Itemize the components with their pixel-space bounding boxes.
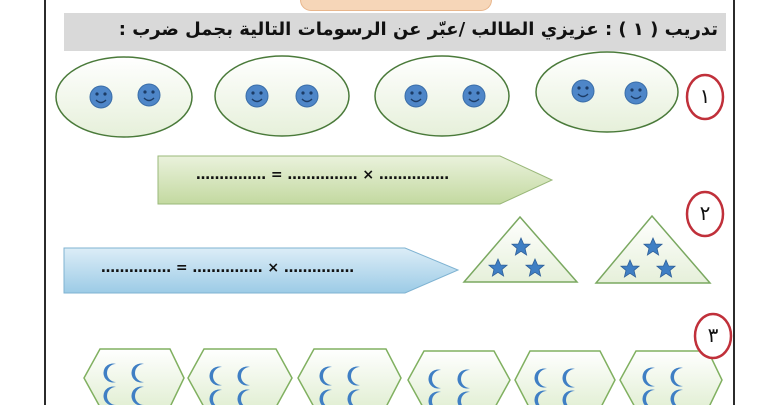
smiley-face-icon (624, 81, 648, 105)
equation-blank-1[interactable]: …………… = …………… × …………… (196, 167, 449, 183)
problem-number-1: ١ (699, 84, 711, 108)
problem-number-3: ٣ (707, 323, 719, 347)
smiley-face-icon (89, 85, 113, 109)
star-group (594, 214, 712, 284)
moon-group (187, 348, 293, 405)
instruction-text: تدريب ( ١ ) : عزيزي الطالب /عبّر عن الرس… (118, 19, 718, 40)
smiley-face-icon (245, 84, 269, 108)
moon-group (514, 350, 616, 405)
smiley-face-icon (137, 83, 161, 107)
equation-blank-2[interactable]: …………… = …………… × …………… (101, 260, 354, 276)
problem-2-groups (462, 214, 712, 284)
smiley-face-icon (404, 84, 428, 108)
moon-group (407, 350, 511, 405)
problem-1-groups (55, 51, 679, 138)
answer-arrow-blue (63, 247, 460, 294)
smiley-group (55, 56, 193, 138)
smiley-face-icon (295, 84, 319, 108)
instruction-banner: تدريب ( ١ ) : عزيزي الطالب /عبّر عن الرس… (64, 13, 726, 51)
problem-3-groups (83, 348, 723, 405)
smiley-face-icon (571, 79, 595, 103)
smiley-group (535, 51, 679, 133)
moon-group (83, 348, 185, 405)
moon-group (297, 348, 402, 405)
left-border-line (44, 0, 46, 405)
smiley-group (374, 55, 510, 137)
smiley-group (214, 55, 350, 137)
problem-number-circle (685, 190, 725, 238)
star-group (462, 215, 579, 283)
problem-number-circle (693, 312, 733, 360)
moon-group (619, 350, 723, 405)
right-border-line (733, 0, 735, 405)
problem-number-circle (685, 73, 725, 121)
answer-arrow-green (157, 155, 554, 205)
problem-number-2: ٢ (699, 201, 711, 225)
smiley-face-icon (462, 84, 486, 108)
